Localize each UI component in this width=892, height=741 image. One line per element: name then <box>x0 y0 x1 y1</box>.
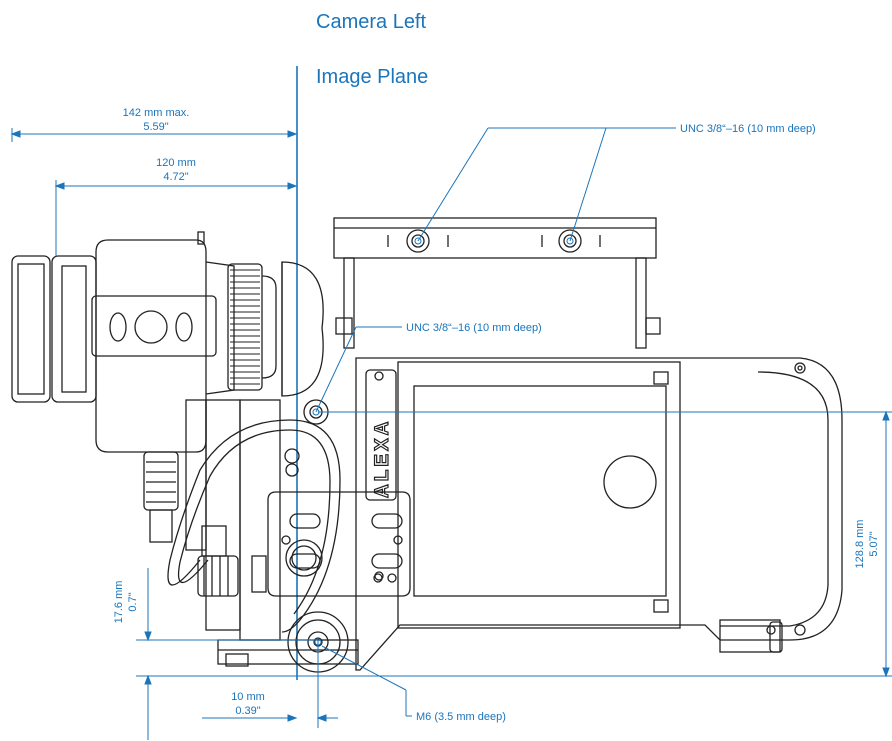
title-camera-left: Camera Left <box>316 11 426 33</box>
target-markers <box>312 237 574 646</box>
dimension-lines <box>10 128 892 740</box>
dim-128-in: 5.07" <box>868 531 880 556</box>
side-plate <box>267 491 411 597</box>
dim-17-in: 0.7" <box>127 592 139 611</box>
callout-unc-mid: UNC 3/8“–16 (10 mm deep) <box>406 322 542 334</box>
callout-m6: M6 (3.5 mm deep) <box>416 711 506 723</box>
alexa-logo: ALEXA <box>372 419 393 498</box>
viewfinder <box>11 231 324 453</box>
dim-128-mm: 128.8 mm <box>854 520 866 569</box>
dim-120-in: 4.72" <box>163 171 188 183</box>
main-body <box>355 357 843 671</box>
dim-142-in: 5.59" <box>143 121 168 133</box>
dim-120-mm: 120 mm <box>156 157 196 169</box>
title-image-plane: Image Plane <box>316 66 428 88</box>
top-handle <box>333 217 661 349</box>
viewfinder-arm <box>185 399 281 641</box>
dim-142-mm: 142 mm max. <box>123 107 190 119</box>
dim-10-mm: 10 mm <box>231 691 265 703</box>
callout-unc-top: UNC 3/8“–16 (10 mm deep) <box>680 123 816 135</box>
connector-lower <box>197 525 267 597</box>
side-plate-circles <box>285 539 323 577</box>
dim-10-in: 0.39" <box>235 705 260 717</box>
dim-17-mm: 17.6 mm <box>113 581 125 624</box>
leader-lines <box>315 127 676 717</box>
viewfinder-cable <box>167 419 341 633</box>
connector-left <box>143 451 179 543</box>
viewfinder-knurl <box>230 269 260 385</box>
